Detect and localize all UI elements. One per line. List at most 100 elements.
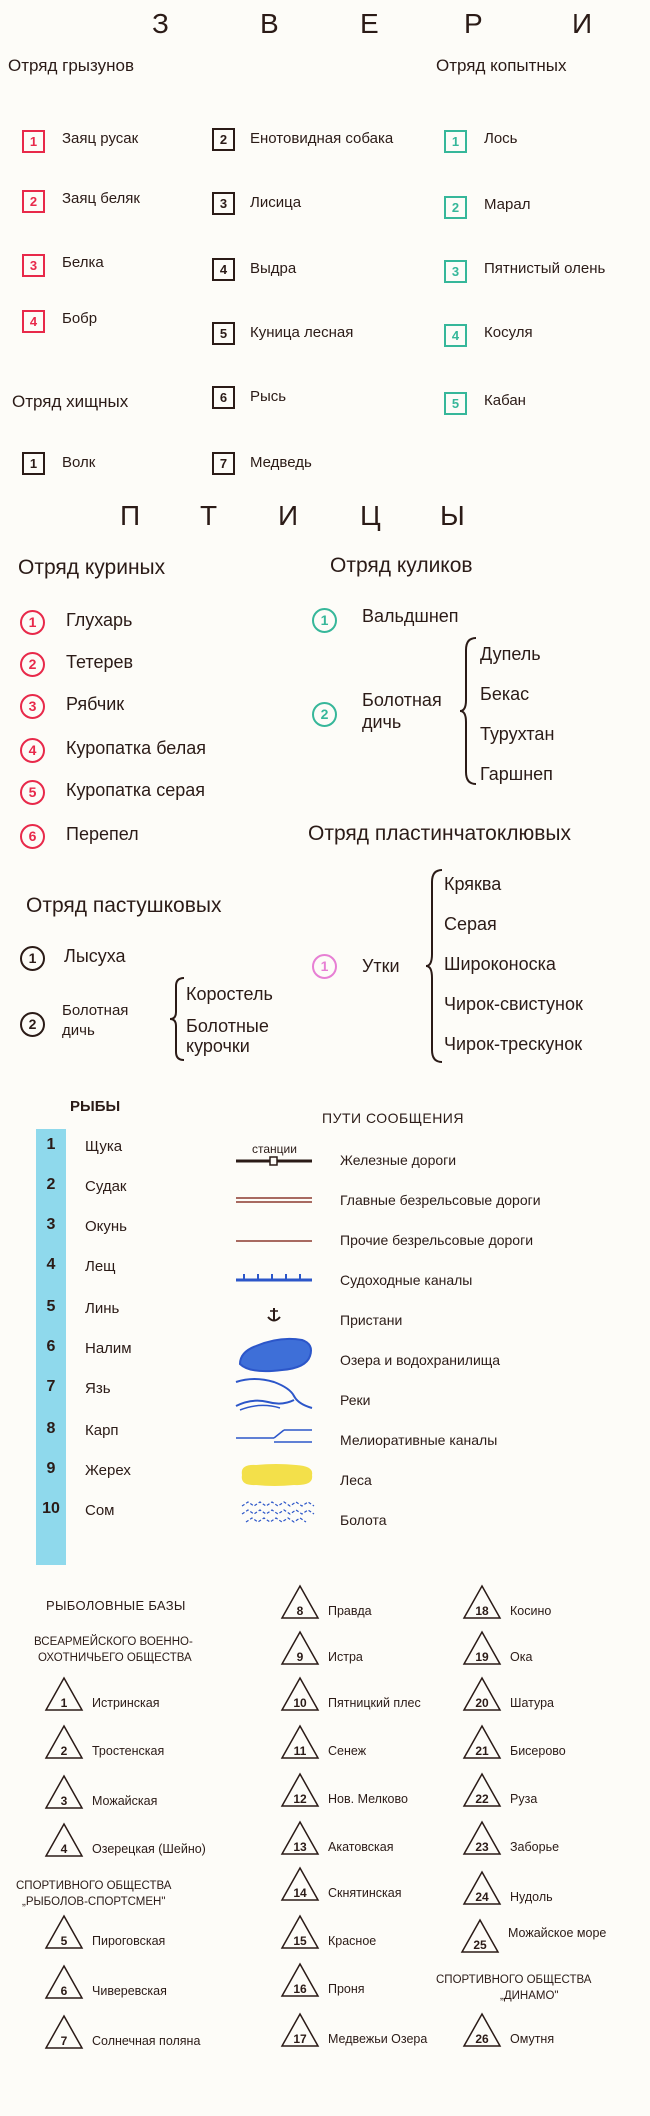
route-label: Судоходные каналы (340, 1272, 473, 1288)
fish-name: Сом (85, 1502, 115, 1519)
animals-title-letter: Р (464, 8, 483, 39)
galliform-marker: 4 (20, 738, 45, 763)
base-marker-number: 24 (475, 1890, 489, 1904)
base-name: Скнятинская (328, 1886, 402, 1900)
triangle-marker-icon (462, 1724, 502, 1759)
birds-title-letter: Ц (360, 500, 381, 531)
galliform-marker: 6 (20, 824, 45, 849)
fish-marker: 9 (46, 1460, 56, 1477)
base-marker-number: 8 (296, 1604, 304, 1618)
galliform-marker: 5 (20, 780, 45, 805)
birds-title-letter: Ы (440, 500, 465, 531)
triangle-marker-icon (280, 1914, 320, 1949)
main-road-icon (236, 1197, 312, 1203)
duck-sub-name: Чирок-трескунок (444, 1034, 583, 1054)
group1-title-line2: ОХОТНИЧЬЕГО ОБЩЕСТВА (38, 1652, 192, 1664)
base-marker-number: 15 (293, 1934, 307, 1948)
anseriformes-title: Отряд пластинчатоклювых (308, 822, 572, 845)
rail-marker: 1 (20, 946, 45, 971)
forest-icon (241, 1464, 313, 1486)
duck-sub-name: Кряква (444, 874, 502, 894)
fish-name: Налим (85, 1340, 132, 1357)
triangle-marker-icon (462, 1584, 502, 1619)
predator-name: Медведь (250, 454, 312, 471)
predator-marker: 1 (22, 452, 45, 475)
base-marker-number: 3 (60, 1794, 68, 1808)
triangle-marker-icon (44, 1774, 84, 1809)
base-name: Озерецкая (Шейно) (92, 1842, 206, 1856)
ditch-icon (236, 1429, 312, 1443)
ungulate-marker: 1 (444, 130, 467, 153)
triangle-marker-icon (44, 1914, 84, 1949)
base-name: Акатовская (328, 1840, 394, 1854)
ungulate-name: Пятнистый олень (484, 260, 606, 277)
base-name: Руза (510, 1792, 538, 1806)
triangle-marker-icon (44, 1964, 84, 1999)
base-marker-number: 22 (475, 1792, 489, 1806)
base-marker-number: 20 (475, 1696, 489, 1710)
railway-icon (236, 1156, 312, 1166)
predator-marker: 7 (212, 452, 235, 475)
rail-sub-name: Коростель (186, 984, 273, 1004)
galliform-name: Куропатка серая (66, 780, 205, 800)
wader-sub-name: Бекас (480, 684, 530, 704)
base-name: Медвежьи Озера (328, 2032, 428, 2046)
wader-sub-name: Дупель (480, 644, 541, 664)
rodent-name: Заяц беляк (62, 190, 140, 207)
wader-marker: 1 (312, 608, 337, 633)
triangle-marker-icon (280, 1630, 320, 1665)
galliform-name: Куропатка белая (66, 738, 206, 758)
triangle-marker-icon (462, 1772, 502, 1807)
galliform-marker: 2 (20, 652, 45, 677)
fish-name: Щука (85, 1138, 123, 1155)
fish-marker: 8 (46, 1420, 56, 1437)
rail-sub-name: курочки (186, 1036, 250, 1056)
fish-name: Судак (85, 1178, 127, 1195)
base-marker-number: 9 (296, 1650, 304, 1664)
ungulate-marker: 2 (444, 196, 467, 219)
ungulate-marker: 5 (444, 392, 467, 415)
fish-marker: 6 (46, 1338, 56, 1355)
group2-title-line1: СПОРТИВНОГО ОБЩЕСТВА (16, 1880, 172, 1892)
rails-title: Отряд пастушковых (26, 894, 222, 917)
base-name: Солнечная поляна (92, 2034, 201, 2048)
rodent-marker: 4 (22, 310, 45, 333)
river-icon (235, 1378, 313, 1411)
base-marker-number: 6 (60, 1984, 68, 1998)
fish-name: Язь (85, 1380, 111, 1397)
base-name: Нов. Мелково (328, 1792, 408, 1806)
rodent-marker: 2 (22, 190, 45, 213)
waders-title: Отряд куликов (330, 554, 473, 577)
base-name: Правда (328, 1604, 372, 1618)
triangle-marker-icon (44, 2014, 84, 2049)
wader-name: Вальдшнеп (362, 606, 459, 626)
fish-marker: 4 (46, 1256, 56, 1273)
rodent-marker: 3 (22, 254, 45, 277)
fishing-bases-title: РЫБОЛОВНЫЕ БАЗЫ (46, 1598, 186, 1613)
ungulates-title: Отряд копытных (436, 56, 567, 75)
predator-marker: 2 (212, 128, 235, 151)
route-label: Мелиоративные каналы (340, 1432, 498, 1448)
group3-title-line2: „ДИНАМО" (500, 1990, 559, 2002)
base-name: Шатура (510, 1696, 555, 1710)
ungulate-marker: 4 (444, 324, 467, 347)
ducks-brace-icon (425, 869, 443, 1063)
base-marker-number: 11 (293, 1744, 307, 1758)
rail-name-line1: Болотная (62, 1002, 129, 1019)
ungulate-name: Кабан (484, 392, 526, 409)
base-marker-number: 4 (60, 1842, 68, 1856)
ungulate-name: Косуля (484, 324, 533, 341)
fish-title: РЫБЫ (70, 1098, 121, 1115)
galliform-name: Рябчик (66, 694, 125, 714)
route-label: Прочие безрельсовые дороги (340, 1232, 534, 1248)
base-name: Бисерово (510, 1744, 566, 1758)
base-name: Можайская (92, 1794, 158, 1808)
base-marker-number: 12 (293, 1792, 307, 1806)
animals-title-letter: З (152, 8, 169, 39)
ungulate-name: Лось (484, 130, 518, 147)
swamp-icon (241, 1501, 315, 1523)
animals-title-letter: Е (360, 8, 379, 39)
routes-title: ПУТИ СООБЩЕНИЯ (322, 1110, 464, 1126)
other-road-icon (236, 1240, 312, 1242)
base-name: Истра (328, 1650, 363, 1664)
